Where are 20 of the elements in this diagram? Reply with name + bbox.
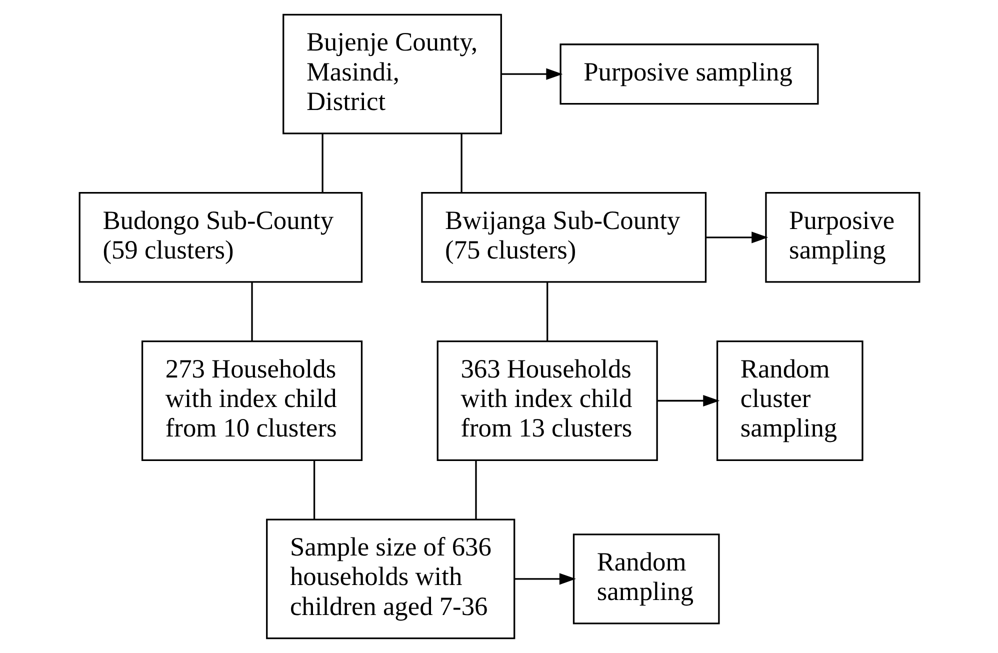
connector <box>250 282 252 341</box>
node-box: Random sampling <box>572 534 720 624</box>
node-box: Sample size of 636 households with children aged 7-36 <box>266 518 515 640</box>
connector <box>460 134 462 193</box>
arrow <box>656 394 720 407</box>
node-box: Purposive sampling <box>764 192 920 283</box>
connector <box>546 282 548 341</box>
connector <box>474 460 476 519</box>
connector <box>321 134 323 193</box>
node-box: Bujenje County, Masindi, District <box>282 14 502 134</box>
arrow <box>514 573 576 585</box>
node-box: 363 Households with index child from 13 clusters <box>436 340 658 461</box>
node-box: Purposive sampling <box>559 44 818 105</box>
node-box: Random cluster sampling <box>716 340 863 461</box>
node-box: 273 Households with index child from 10 clusters <box>140 340 362 461</box>
node-box: Bwijanga Sub-County (75 clusters) <box>420 192 706 283</box>
arrow <box>706 232 768 244</box>
node-box: Budongo Sub-County (59 clusters) <box>78 192 362 283</box>
connector <box>312 460 315 519</box>
arrow <box>500 68 562 80</box>
